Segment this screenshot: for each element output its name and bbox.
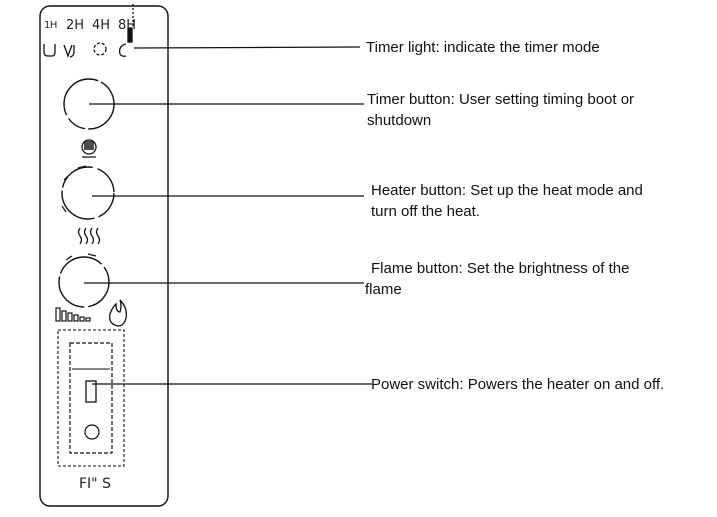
timer-light-2h-icon [63, 44, 75, 58]
timer-mode-label-2h: 2H [66, 18, 85, 33]
panel-model-label: FI" S [79, 476, 111, 492]
timer-mode-label-4h: 4H [92, 18, 111, 33]
timer-button-callout-line1: Timer button: User setting timing boot o… [367, 91, 635, 108]
flame-icon [109, 299, 128, 327]
power-switch-frame [69, 342, 113, 454]
timer-mode-label-1h: 1H [44, 20, 57, 31]
heater-button-callout-line1: Heater button: Set up the heat mode and [371, 182, 643, 199]
flame-button-callout-line1: Flame button: Set the brightness of the [371, 260, 630, 277]
timer-symbol-icon [81, 139, 97, 158]
power-indicator-icon [84, 424, 100, 440]
timer-button-callout-line2: shutdown [367, 112, 432, 129]
timer-mode-label-8h: 8H [118, 18, 137, 33]
power-switch-housing [57, 329, 125, 467]
heater-button-callout-line2: turn off the heat. [371, 203, 480, 220]
power-switch-callout: Power switch: Powers the heater on and o… [371, 376, 665, 393]
timer-light-4h-icon [93, 42, 107, 56]
power-switch[interactable] [85, 380, 97, 403]
flame-button-callout-line2: flame [365, 281, 402, 298]
heater-button[interactable] [61, 166, 115, 220]
timer-light-callout: Timer light: indicate the timer mode [366, 39, 600, 56]
callout-leader-lines [84, 46, 372, 385]
timer-indicator-lights [43, 4, 134, 58]
heat-waves-icon [77, 227, 101, 245]
timer-light-1h-icon [43, 44, 56, 57]
brightness-bars-icon [55, 307, 91, 322]
flame-button[interactable] [58, 256, 110, 308]
control-panel-outline [39, 5, 169, 507]
timer-light-8h-icon [118, 43, 127, 57]
timer-light-marker-icon [127, 27, 133, 43]
